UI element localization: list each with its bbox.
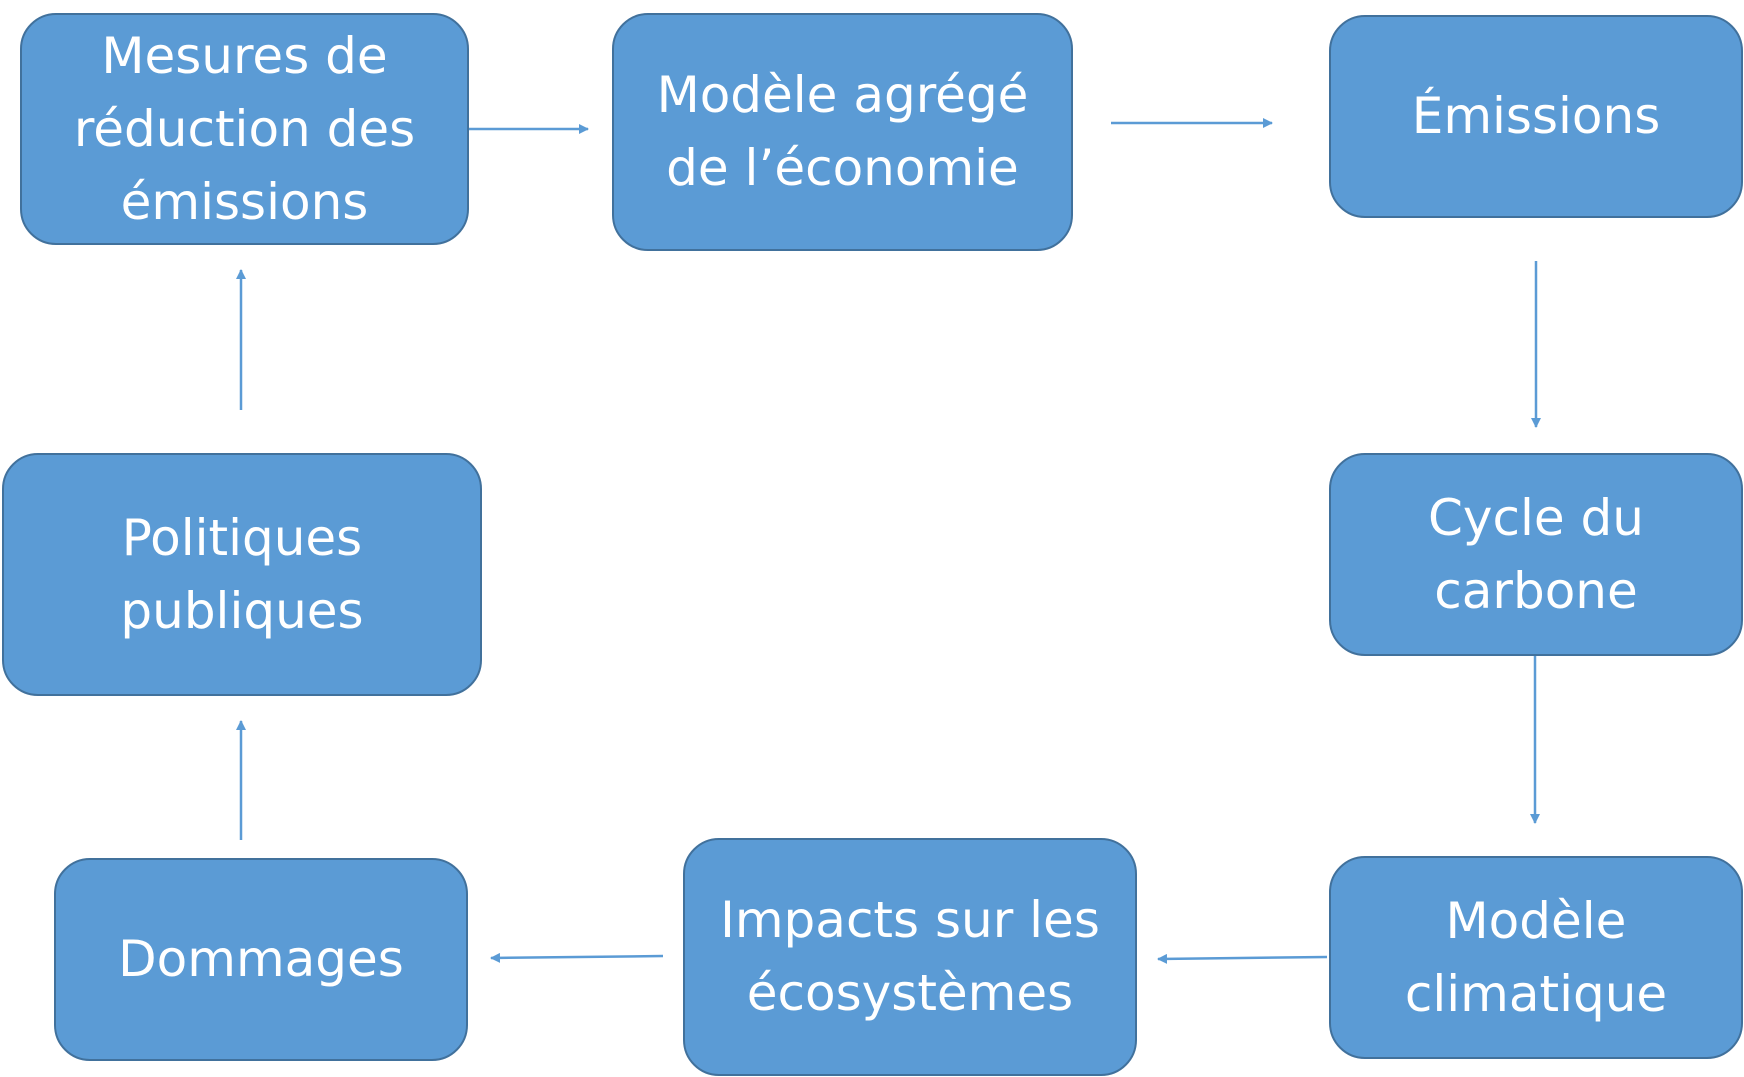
node-modele-climatique[interactable]: Modèle climatique <box>1329 856 1743 1059</box>
node-impacts-ecosystemes[interactable]: Impacts sur les écosystèmes <box>683 838 1137 1076</box>
node-modele-agrege-economie[interactable]: Modèle agrégé de l’économie <box>612 13 1073 251</box>
node-dommages[interactable]: Dommages <box>54 858 468 1061</box>
node-emissions[interactable]: Émissions <box>1329 15 1743 218</box>
node-cycle-carbone[interactable]: Cycle du carbone <box>1329 453 1743 656</box>
arrow-modele-climatique-to-impacts <box>1157 953 1328 964</box>
node-mesures-reduction[interactable]: Mesures de réduction des émissions <box>20 13 469 245</box>
node-politiques-publiques[interactable]: Politiques publiques <box>2 453 482 696</box>
arrow-impacts-to-dommages <box>490 952 664 963</box>
